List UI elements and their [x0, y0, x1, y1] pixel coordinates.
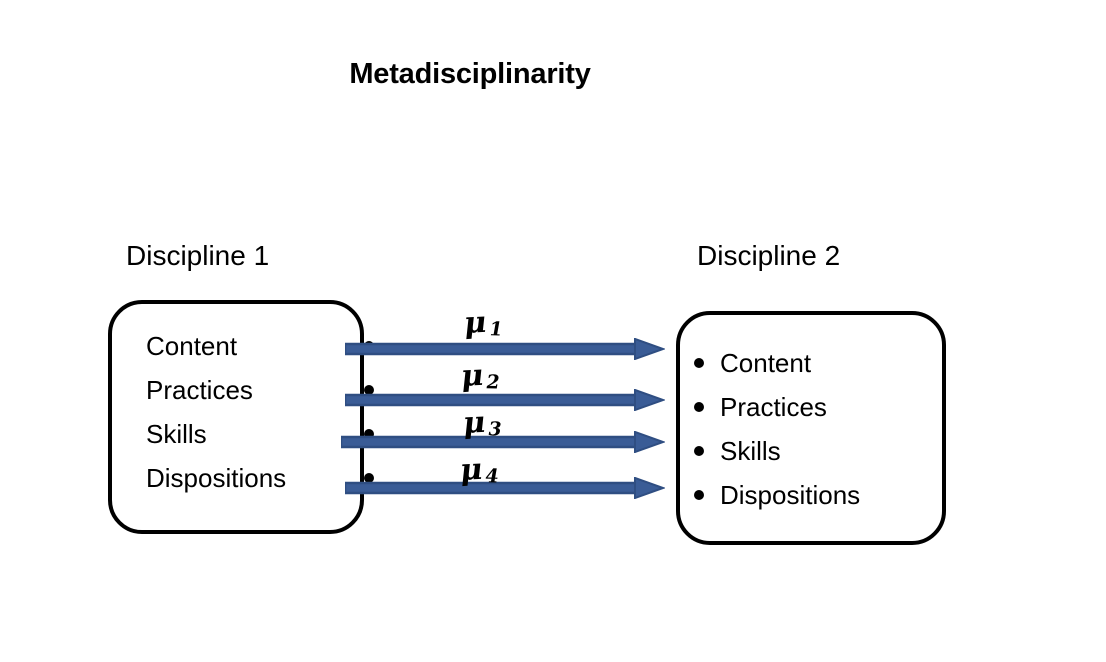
connector-arrow-3 — [341, 431, 665, 453]
list-item: Content — [146, 324, 374, 368]
discipline-1-caption: Discipline 1 — [126, 240, 270, 271]
bullet-icon — [694, 490, 704, 500]
item-label: Skills — [720, 435, 781, 466]
item-label: Dispositions — [720, 479, 861, 510]
item-label: Content — [720, 347, 812, 378]
discipline-2-box: Content Practices Skills Dispositions — [676, 311, 946, 545]
item-label: Content — [146, 330, 238, 361]
discipline-2-caption: Discipline 2 — [697, 240, 841, 271]
connector-arrow-2 — [345, 389, 665, 411]
mu-symbol: μ — [463, 304, 489, 341]
list-item: Dispositions — [146, 456, 374, 500]
item-label: Dispositions — [146, 462, 287, 493]
bullet-icon — [364, 429, 374, 439]
list-item: Content — [694, 341, 944, 385]
list-item: Dispositions — [694, 473, 944, 517]
connection-label-mu-4: μ4 — [459, 451, 501, 489]
list-item: Skills — [146, 412, 374, 456]
bullet-icon — [694, 358, 704, 368]
mu-symbol: μ — [462, 404, 488, 441]
item-label: Practices — [146, 374, 253, 405]
list-item: Skills — [694, 429, 944, 473]
bullet-icon — [364, 385, 374, 395]
discipline-1-box: Content Practices Skills Dispositions — [108, 300, 374, 534]
bullet-icon — [694, 402, 704, 412]
mu-symbol: μ — [459, 451, 485, 488]
discipline-2-item-list: Content Practices Skills Dispositions — [694, 341, 944, 517]
connector-arrow-1 — [345, 338, 665, 360]
list-item: Practices — [146, 368, 374, 412]
connection-label-mu-2: μ2 — [460, 357, 502, 395]
page-title: Metadisciplinarity — [349, 58, 591, 90]
bullet-icon — [364, 473, 374, 483]
bullet-icon — [694, 446, 704, 456]
discipline-1-item-list: Content Practices Skills Dispositions — [146, 324, 374, 500]
connector-arrow-4 — [345, 477, 665, 499]
mu-symbol: μ — [460, 357, 486, 394]
list-item: Practices — [694, 385, 944, 429]
connection-label-mu-1: μ1 — [463, 304, 505, 342]
item-label: Skills — [146, 418, 207, 449]
item-label: Practices — [720, 391, 827, 422]
connection-label-mu-3: μ3 — [462, 404, 504, 442]
